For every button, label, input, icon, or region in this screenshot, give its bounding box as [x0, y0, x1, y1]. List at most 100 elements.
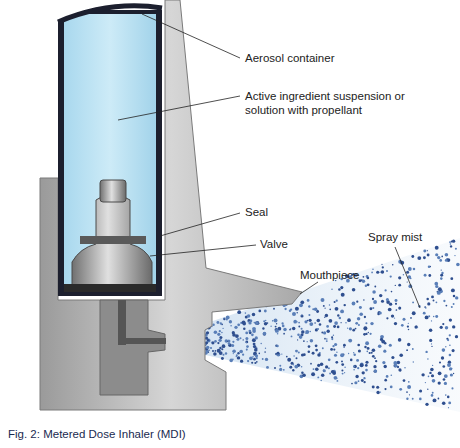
mist-droplet — [435, 285, 438, 288]
mist-droplet — [376, 391, 379, 394]
mist-droplet — [227, 339, 230, 342]
mist-droplet — [408, 267, 412, 271]
mist-droplet — [372, 298, 374, 300]
mist-droplet — [264, 351, 266, 353]
mist-droplet — [221, 348, 223, 350]
mist-droplet — [372, 355, 375, 358]
mist-droplet — [428, 274, 431, 277]
mist-droplet — [225, 339, 228, 342]
mist-droplet — [220, 322, 222, 324]
mist-droplet — [438, 371, 442, 375]
mist-droplet — [365, 333, 367, 335]
mist-droplet — [438, 287, 442, 291]
mist-droplet — [317, 328, 319, 330]
mist-droplet — [247, 360, 249, 362]
mist-droplet — [296, 312, 298, 314]
mist-droplet — [319, 323, 322, 326]
mist-droplet — [251, 362, 253, 364]
mist-droplet — [412, 348, 414, 350]
mist-droplet — [245, 340, 248, 343]
mist-droplet — [305, 332, 307, 334]
mist-droplet — [206, 331, 209, 334]
mist-droplet — [413, 268, 416, 271]
mist-droplet — [443, 378, 446, 381]
mist-droplet — [436, 301, 438, 303]
mist-droplet — [252, 313, 255, 316]
mist-droplet — [442, 402, 446, 406]
mist-droplet — [243, 328, 246, 331]
mist-droplet — [305, 330, 309, 334]
mist-droplet — [267, 322, 269, 324]
mist-droplet — [322, 347, 324, 349]
mist-droplet — [325, 365, 328, 368]
mist-droplet — [301, 330, 305, 334]
mist-droplet — [339, 317, 341, 319]
mist-droplet — [425, 315, 429, 319]
mist-droplet — [355, 375, 358, 378]
mist-droplet — [415, 326, 417, 328]
mist-droplet — [222, 328, 223, 329]
mist-droplet — [265, 358, 268, 361]
mist-droplet — [382, 266, 384, 268]
mist-droplet — [347, 318, 351, 322]
mist-droplet — [382, 361, 385, 364]
part-label: Active ingredient suspension or solution… — [245, 89, 445, 117]
mist-droplet — [348, 339, 352, 343]
mist-droplet — [334, 376, 338, 380]
mist-droplet — [255, 354, 258, 357]
mist-droplet — [263, 332, 267, 336]
mist-droplet — [424, 274, 427, 277]
mist-droplet — [208, 340, 210, 342]
mist-droplet — [370, 322, 373, 325]
mist-droplet — [386, 317, 388, 319]
mist-droplet — [274, 319, 278, 323]
mist-droplet — [445, 326, 448, 329]
mist-droplet — [407, 325, 409, 327]
mist-droplet — [440, 326, 443, 329]
mist-droplet — [437, 256, 440, 259]
mist-droplet — [343, 344, 346, 347]
mist-droplet — [232, 349, 236, 353]
mist-droplet — [320, 380, 322, 382]
mist-droplet — [392, 264, 394, 266]
mist-droplet — [266, 366, 269, 369]
mist-droplet — [227, 341, 228, 342]
mist-droplet — [335, 307, 339, 311]
mist-droplet — [237, 356, 240, 359]
mist-droplet — [217, 333, 220, 336]
mist-droplet — [223, 317, 224, 318]
mist-droplet — [407, 343, 410, 346]
mist-droplet — [355, 322, 358, 325]
mist-droplet — [364, 346, 366, 348]
mist-droplet — [249, 356, 253, 360]
mist-droplet — [334, 343, 337, 346]
mist-droplet — [281, 322, 283, 324]
mist-droplet — [365, 322, 367, 324]
mist-droplet — [449, 241, 451, 243]
mist-droplet — [429, 372, 431, 374]
mist-droplet — [419, 389, 422, 392]
mist-droplet — [237, 352, 239, 354]
mist-droplet — [453, 373, 454, 374]
mist-droplet — [221, 357, 224, 360]
mist-droplet — [407, 281, 408, 282]
mist-droplet — [430, 368, 434, 372]
mist-droplet — [367, 283, 370, 286]
mist-droplet — [409, 394, 410, 395]
leader-line — [395, 247, 420, 308]
mist-droplet — [398, 368, 401, 371]
part-label: Mouthpiece — [300, 268, 359, 282]
mist-droplet — [300, 314, 303, 317]
mist-droplet — [438, 381, 441, 384]
mist-droplet — [216, 321, 219, 324]
mist-droplet — [265, 348, 266, 349]
mist-droplet — [423, 312, 426, 315]
mist-droplet — [424, 306, 426, 308]
mist-droplet — [296, 357, 298, 359]
mist-droplet — [321, 332, 323, 334]
leader-line — [150, 245, 256, 256]
mist-droplet — [252, 329, 256, 333]
mist-droplet — [352, 288, 356, 292]
mist-droplet — [455, 335, 458, 338]
mist-droplet — [379, 294, 382, 297]
